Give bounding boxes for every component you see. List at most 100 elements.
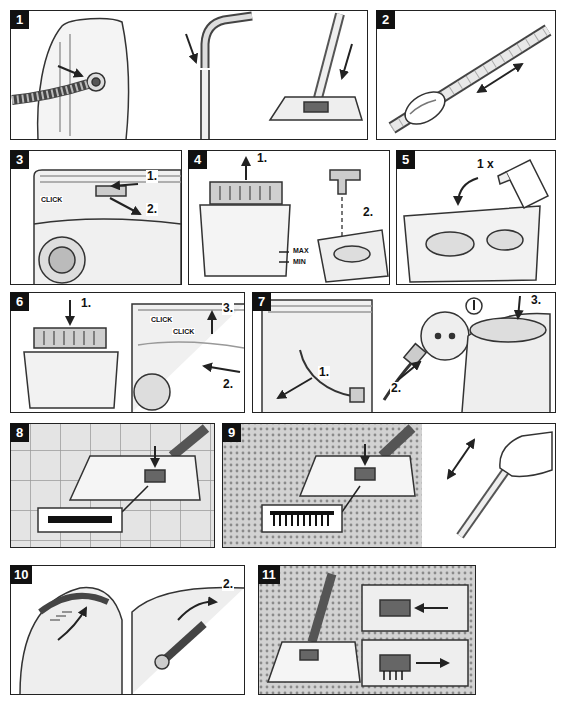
water-tank-filling — [200, 205, 290, 276]
step-label: 1. — [80, 297, 92, 310]
tank-reinsertion — [24, 352, 118, 408]
carpet-setting — [382, 428, 412, 456]
hard-floor-setting — [122, 486, 148, 512]
step-panel: 8 — [10, 423, 215, 548]
power-connection — [462, 313, 550, 412]
carry-handle — [40, 596, 108, 612]
step-label: 3. — [222, 302, 234, 315]
hose-and-wand-assembly — [186, 34, 196, 62]
hose-and-wand-assembly — [205, 16, 252, 68]
brush-switch-details — [268, 642, 360, 682]
vacuum-body-release — [49, 247, 75, 273]
carry-handle — [155, 655, 169, 669]
carpet-setting — [222, 423, 422, 548]
housing-marking: CLICK — [150, 316, 173, 323]
water-tank-filling — [210, 182, 282, 204]
step-label: 2. — [390, 382, 402, 395]
power-connection — [262, 300, 372, 412]
carry-handle — [50, 612, 72, 620]
hose-and-wand-assembly — [270, 97, 362, 120]
carpet-setting — [342, 486, 360, 512]
vacuum-body-release — [34, 170, 181, 284]
water-tank-filling — [334, 246, 370, 262]
defoamer-dosing — [404, 160, 548, 282]
power-connection — [398, 362, 420, 380]
hard-floor-setting — [145, 470, 165, 482]
defoamer-dosing — [498, 172, 510, 184]
telescopic-tube — [399, 85, 450, 130]
step-label: 2. — [222, 378, 234, 391]
hard-floor-setting — [48, 516, 112, 523]
step-label: 3. — [530, 294, 542, 307]
power-connection — [268, 306, 372, 312]
telescopic-tube — [478, 64, 522, 92]
hose-and-wand-assembly — [38, 19, 129, 140]
tank-reinsertion — [44, 331, 94, 345]
housing-marking: MAX — [292, 247, 310, 254]
step-label: 1. — [256, 152, 268, 165]
defoamer-dosing — [404, 206, 540, 282]
carpet-setting — [448, 440, 474, 478]
tank-reinsertion — [134, 374, 170, 410]
step-label: 2. — [146, 203, 158, 216]
step-number: 10 — [10, 565, 32, 584]
step-label: 2. — [222, 578, 234, 591]
vacuum-body-release — [110, 198, 140, 214]
brush-switch-details — [258, 565, 476, 695]
carpet-setting — [460, 462, 512, 536]
carry-handle — [58, 608, 86, 640]
step-number: 7 — [252, 292, 271, 311]
step-number: 1 — [10, 10, 29, 29]
water-tank-filling — [341, 197, 343, 236]
step-panel: 11 — [258, 565, 476, 695]
housing-marking: CLICK — [172, 328, 195, 335]
power-connection — [518, 296, 520, 318]
carry-handle — [178, 602, 216, 620]
tank-reinsertion — [204, 366, 240, 372]
hard-floor-setting — [154, 446, 156, 466]
brush-switch-details — [362, 640, 468, 686]
power-connection — [350, 388, 364, 402]
hard-floor-setting — [38, 508, 122, 532]
hard-floor-setting — [10, 423, 215, 548]
hose-and-wand-assembly — [318, 14, 340, 98]
brush-switch-details — [362, 585, 468, 631]
vacuum-body-release — [34, 219, 181, 224]
hose-and-wand-assembly — [12, 84, 88, 100]
brush-switch-details — [380, 600, 410, 616]
housing-marking: MIN — [292, 258, 307, 265]
hose-and-wand-assembly — [342, 44, 352, 78]
step-panel: 1 — [10, 10, 368, 140]
step-label: 2. — [362, 206, 374, 219]
carpet-setting — [274, 515, 328, 526]
vacuum-body-release — [39, 237, 85, 283]
carry-handle — [162, 624, 204, 662]
brush-switch-details — [258, 565, 476, 695]
telescopic-tube — [392, 30, 548, 131]
carpet-setting — [222, 423, 552, 548]
brush-switch-details — [300, 650, 318, 660]
power-connection — [404, 344, 426, 367]
tank-reinsertion — [24, 300, 244, 412]
power-connection — [421, 312, 469, 360]
carpet-setting — [364, 444, 366, 464]
power-connection — [262, 296, 550, 412]
housing-marking: CLICK — [40, 196, 63, 203]
step-panel: 6 — [10, 292, 245, 413]
brush-switch-details — [312, 574, 332, 642]
power-connection — [466, 298, 482, 314]
hard-floor-setting — [70, 456, 200, 500]
water-tank-filling — [220, 186, 270, 200]
hose-and-wand-assembly — [12, 14, 362, 140]
hard-floor-setting — [10, 423, 215, 548]
vacuum-body-release — [40, 176, 181, 182]
telescopic-tube — [410, 100, 436, 114]
tank-reinsertion — [132, 304, 244, 412]
step-number: 6 — [10, 292, 29, 311]
hose-and-wand-assembly — [202, 70, 208, 140]
power-connection — [450, 334, 455, 339]
vacuum-body-release — [112, 184, 138, 186]
hose-and-wand-assembly — [205, 16, 252, 68]
